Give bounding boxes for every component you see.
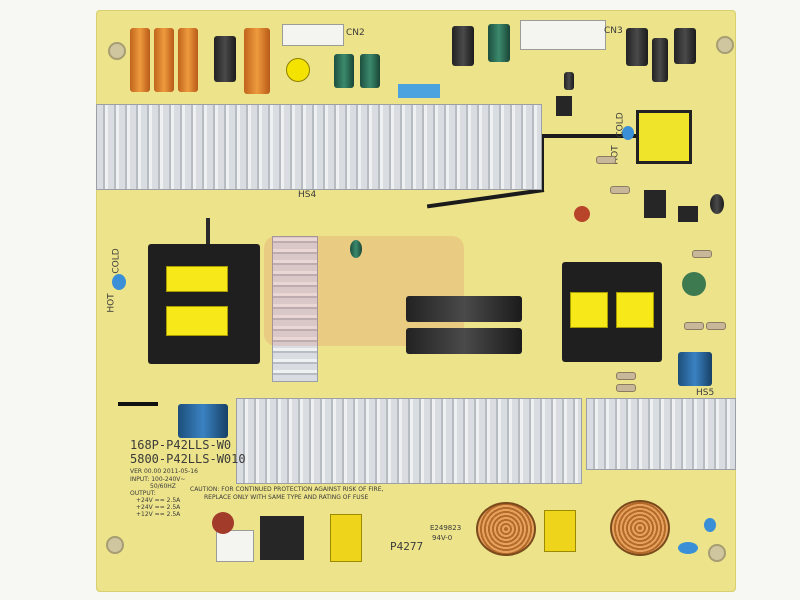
red-capacitor: [212, 512, 234, 534]
electrolytic-capacitor: [334, 54, 354, 88]
resistor: [616, 372, 636, 380]
model-line-1: 168P-P42LLS-W0: [130, 438, 232, 452]
electrolytic-capacitor: [350, 240, 362, 258]
choke: [260, 516, 304, 560]
part-code: P4277: [390, 540, 424, 553]
x-capacitor: [178, 404, 228, 438]
heatsink-hs5: [586, 398, 736, 470]
model-line-2: 5800-P42LLS-W010: [130, 452, 246, 466]
resistor: [616, 384, 636, 392]
arrow-mark: [118, 402, 158, 406]
connector-cn2: [282, 24, 344, 46]
mounting-hole: [716, 36, 734, 54]
electrolytic-capacitor: [130, 28, 150, 92]
transformer-winding: [166, 266, 228, 292]
ic-chip: [556, 96, 572, 116]
warning-sticker: [286, 58, 310, 82]
input-rating: INPUT: 100-240V~: [130, 476, 186, 483]
caution-text-1: CAUTION: FOR CONTINUED PROTECTION AGAINS…: [190, 486, 384, 493]
heatsink-small: [272, 236, 318, 382]
bulk-capacitor: [406, 296, 522, 322]
mounting-hole: [708, 544, 726, 562]
output-line-3: +12V == 2.5A: [136, 511, 181, 518]
blue-capacitor: [704, 518, 716, 532]
hot-label-left: HOT: [106, 293, 117, 313]
electrolytic-capacitor: [710, 194, 724, 214]
common-mode-choke: [610, 500, 670, 556]
cn2-label: CN2: [346, 28, 365, 38]
transformer-winding: [616, 292, 654, 328]
blue-capacitor: [112, 274, 126, 290]
pcb-trace: [540, 134, 544, 190]
blue-capacitor: [622, 126, 634, 140]
watermark-logo: [264, 236, 464, 346]
output-line-1: +24V == 2.5A: [136, 497, 181, 504]
x-capacitor: [678, 352, 712, 386]
small-transformer: [636, 110, 692, 164]
electrolytic-capacitor: [244, 28, 270, 94]
mounting-hole: [108, 42, 126, 60]
output-label: OUTPUT:: [130, 490, 156, 497]
input-frequency: 50/60HZ: [150, 483, 176, 490]
cn3-label: CN3: [604, 26, 623, 36]
hs5-label: HS5: [696, 388, 715, 398]
pcb-trace: [540, 134, 664, 138]
flammability-rating: 94V-0: [432, 534, 453, 542]
electrolytic-capacitor: [178, 28, 198, 92]
y-capacitor: [544, 510, 576, 552]
connector-cn3: [520, 20, 606, 50]
electrolytic-capacitor: [652, 38, 668, 82]
bulk-capacitor: [406, 328, 522, 354]
blue-label: [398, 84, 440, 98]
pcb-trace: [426, 188, 545, 209]
blue-capacitor: [678, 542, 698, 554]
serial-number: E249823: [430, 524, 462, 532]
electrolytic-capacitor: [674, 28, 696, 64]
version-code: VER 00.00 2011-05-16: [130, 468, 198, 475]
resistor: [692, 250, 712, 258]
power-supply-board: CN2 CN3 HOT COLD HS4 HOT COLD: [96, 10, 736, 592]
mounting-hole: [106, 536, 124, 554]
resistor: [684, 322, 704, 330]
transformer-winding: [166, 306, 228, 336]
electrolytic-capacitor: [154, 28, 174, 92]
heatsink-hs4: [96, 104, 542, 190]
y-capacitor: [330, 514, 362, 562]
ic-chip: [678, 206, 698, 222]
output-line-2: +24V == 2.5A: [136, 504, 181, 511]
green-varistor: [682, 272, 706, 296]
electrolytic-capacitor: [564, 72, 574, 90]
electrolytic-capacitor: [214, 36, 236, 82]
common-mode-choke: [476, 502, 536, 556]
transistor: [644, 190, 666, 218]
connector-cn1: [216, 530, 254, 562]
electrolytic-capacitor: [360, 54, 380, 88]
resistor: [596, 156, 616, 164]
caution-text-2: REPLACE ONLY WITH SAME TYPE AND RATING O…: [204, 494, 369, 501]
resistor: [610, 186, 630, 194]
main-transformer: [148, 244, 260, 364]
electrolytic-capacitor: [452, 26, 474, 66]
hs4-label: HS4: [298, 190, 317, 200]
resistor: [706, 322, 726, 330]
heatsink-bottom: [236, 398, 582, 484]
transformer-winding: [570, 292, 608, 328]
electrolytic-capacitor: [488, 24, 510, 62]
cold-label-right: COLD: [615, 112, 626, 138]
red-capacitor: [574, 206, 590, 222]
cold-label-left: COLD: [111, 248, 122, 274]
electrolytic-capacitor: [626, 28, 648, 66]
